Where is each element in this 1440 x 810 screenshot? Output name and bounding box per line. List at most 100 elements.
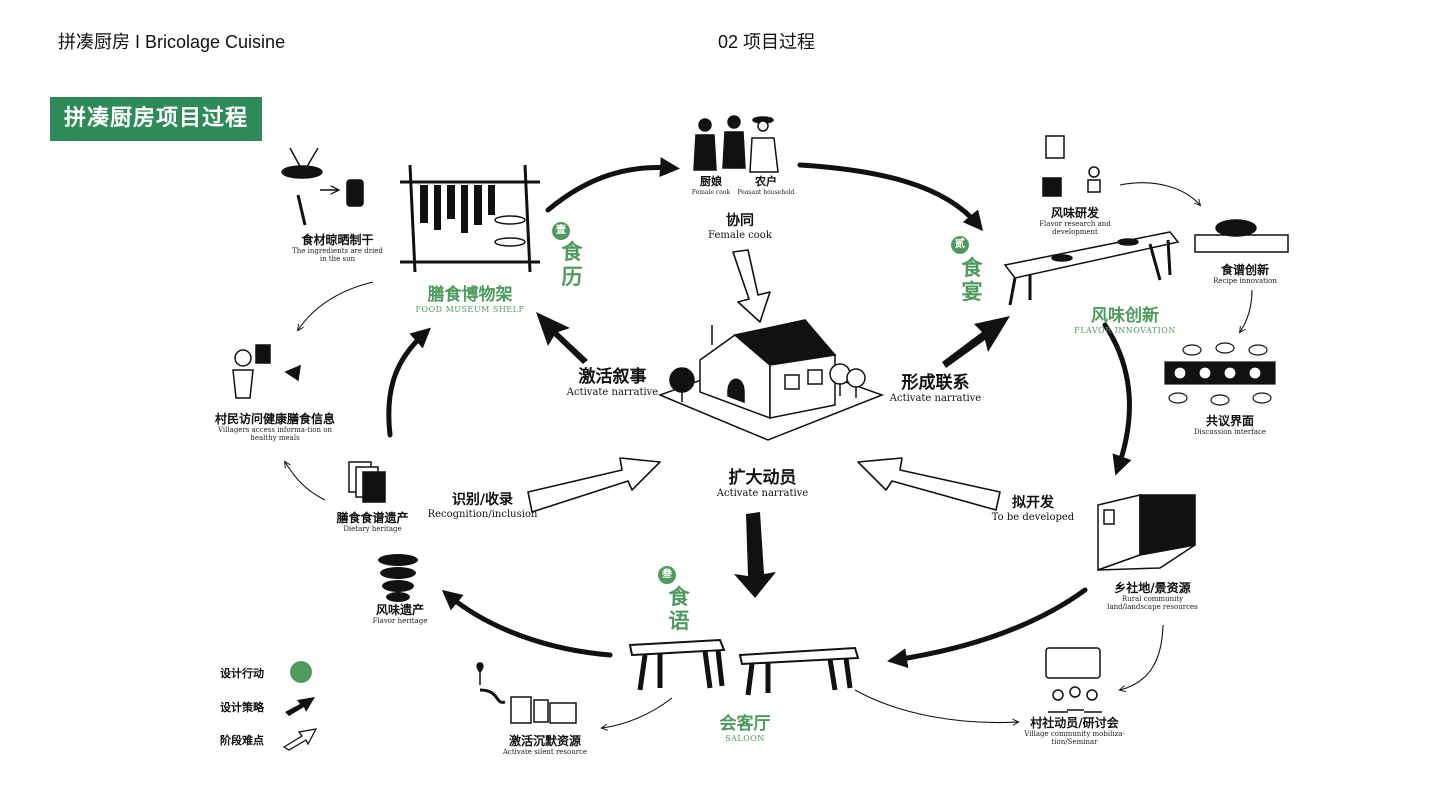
shelf-title: 膳食博物架 <box>427 285 513 305</box>
stage-two-char-1: 食 <box>961 256 983 280</box>
item-discussion-en: Discussion interface <box>1193 428 1267 436</box>
villager-info-illustration <box>232 344 301 399</box>
item-flavor-heritage-en: Flavor heritage <box>372 617 428 625</box>
thin-arrows <box>285 182 1253 728</box>
recipe-illustration <box>1194 219 1289 253</box>
mobilization-illustration <box>1045 647 1102 713</box>
arrow-cooks-to-feast <box>797 162 984 232</box>
action-cooperate: 协同 Female cook <box>700 212 780 242</box>
action-cooperate-en: Female cook <box>708 230 772 241</box>
item-rural: 乡社地/景资源 Rural community land/landscape r… <box>1100 581 1205 611</box>
section-title: 02 项目过程 <box>718 32 816 52</box>
item-recipe-en: Recipe innovation <box>1213 277 1277 285</box>
item-female-cook-zh: 厨娘 <box>700 175 722 188</box>
action-connect-en: Activate narrative <box>889 393 982 404</box>
action-expand-en: Activate narrative <box>716 488 809 499</box>
benches-illustration <box>628 638 860 696</box>
stage-one-badge: 壹 <box>552 222 570 240</box>
item-silent-en: Activate silent resource <box>502 748 588 756</box>
shelf-title-block: 膳食博物架 Food museum shelf <box>400 280 540 314</box>
stage-one-char-2: 历 <box>561 265 583 289</box>
item-research-zh: 风味研发 <box>1050 206 1099 220</box>
drying-basket-illustration <box>281 147 364 226</box>
action-expand-zh: 扩大动员 <box>728 468 797 488</box>
flavor-subtitle: Flavor innovation <box>1074 326 1176 335</box>
item-peasant: 农户 Peasant household <box>736 175 796 197</box>
item-dietary: 膳食食谱遗产 Dietary heritage <box>325 511 420 533</box>
action-recognize: 识别/收录 Recognition/inclusion <box>425 491 540 521</box>
stage-two-char-2: 宴 <box>961 280 983 304</box>
flavor-title: 风味创新 <box>1091 306 1159 326</box>
item-peasant-en: Peasant household <box>737 189 795 196</box>
action-develop-en: To be developed <box>991 512 1075 523</box>
strategy-arrows <box>536 312 1010 598</box>
action-develop-zh: 拟开发 <box>1012 495 1054 511</box>
item-female-cook-en: Female cook <box>691 189 731 196</box>
item-recipe-zh: 食谱创新 <box>1220 263 1269 277</box>
item-recipe: 食谱创新 Recipe innovation <box>1200 263 1290 285</box>
rural-landscape-illustration <box>1097 494 1196 572</box>
arrow-saloon-to-heritage <box>441 589 613 658</box>
action-cooperate-zh: 协同 <box>726 213 754 229</box>
item-mobilization: 村社动员/研讨会 Village community mobiliza-tion… <box>1022 716 1127 746</box>
arrow-rural-to-saloon <box>887 587 1088 669</box>
item-research-en: Flavor research and development <box>1039 220 1111 236</box>
item-villagers-en: Villagers access informa-tion on healthy… <box>218 426 332 442</box>
document-title: 拼凑厨房 I Bricolage Cuisine <box>58 32 286 52</box>
food-shelf-illustration <box>400 164 540 273</box>
legend-symbols <box>282 661 318 751</box>
legend-strategy: 设计策略 <box>220 701 264 714</box>
item-flavor-heritage: 风味遗产 Flavor heritage <box>360 603 440 625</box>
saloon-title: 会客厅 <box>719 714 771 734</box>
item-silent: 激活沉默资源 Activate silent resource <box>495 734 595 756</box>
flavor-title-block: 风味创新 Flavor innovation <box>1070 301 1180 335</box>
arrow-shelf-to-cooks <box>545 157 680 213</box>
saloon-subtitle: SALOON <box>725 734 765 743</box>
action-connect: 形成联系 Activate narrative <box>888 373 983 405</box>
cooks-illustration <box>693 115 779 173</box>
item-peasant-zh: 农户 <box>755 175 777 188</box>
item-dietary-zh: 膳食食谱遗产 <box>336 511 409 525</box>
item-research: 风味研发 Flavor research and development <box>1030 206 1120 236</box>
difficulty-arrows <box>527 249 1001 513</box>
item-villagers: 村民访问健康膳食信息 Villagers access informa-tion… <box>210 412 340 442</box>
item-rural-en: Rural community land/landscape resources <box>1107 595 1198 611</box>
village-house-illustration <box>657 319 885 441</box>
action-recognize-en: Recognition/inclusion <box>427 509 538 520</box>
action-activate-left-en: Activate narrative <box>566 387 659 398</box>
stage-three-char-2: 语 <box>668 609 690 633</box>
discussion-illustration <box>1164 342 1276 406</box>
item-dried: 食材晾晒制干 The ingredients are dried in the … <box>290 233 385 263</box>
stage-one-char-1: 食 <box>561 240 583 264</box>
shelf-subtitle: Food museum shelf <box>415 305 525 314</box>
action-connect-zh: 形成联系 <box>901 373 970 393</box>
item-villagers-zh: 村民访问健康膳食信息 <box>214 412 335 426</box>
page-banner: 拼凑厨房项目过程 <box>50 97 262 141</box>
legend-action: 设计行动 <box>220 667 264 680</box>
item-discussion: 共议界面 Discussion interface <box>1185 414 1275 436</box>
item-discussion-zh: 共议界面 <box>1205 414 1254 428</box>
action-develop: 拟开发 To be developed <box>988 494 1078 524</box>
item-rural-zh: 乡社地/景资源 <box>1114 581 1191 595</box>
item-dried-zh: 食材晾晒制干 <box>301 233 374 247</box>
saloon-title-block: 会客厅 SALOON <box>700 709 790 743</box>
action-activate-left-zh: 激活叙事 <box>578 367 647 387</box>
arrow-flavor-to-rural <box>1102 322 1132 476</box>
item-female-cook: 厨娘 Female cook <box>686 175 736 197</box>
action-recognize-zh: 识别/收录 <box>451 492 514 508</box>
silent-resource-illustration <box>476 662 577 724</box>
action-activate-left: 激活叙事 Activate narrative <box>565 367 660 399</box>
arrow-left-up-to-shelf <box>386 327 431 438</box>
item-mobilization-en: Village community mobiliza-tion/Seminar <box>1024 730 1125 746</box>
flavor-research-illustration <box>1003 135 1180 306</box>
item-mobilization-zh: 村社动员/研讨会 <box>1030 716 1119 730</box>
legend-difficulty: 阶段难点 <box>220 734 264 747</box>
item-silent-zh: 激活沉默资源 <box>508 734 581 748</box>
cycle-arrows <box>386 157 1132 669</box>
action-expand: 扩大动员 Activate narrative <box>715 468 810 500</box>
item-flavor-heritage-zh: 风味遗产 <box>375 603 424 617</box>
item-dried-en: The ingredients are dried in the sun <box>292 247 383 263</box>
item-dietary-en: Dietary heritage <box>343 525 402 533</box>
stage-three-badge: 叁 <box>658 566 676 584</box>
